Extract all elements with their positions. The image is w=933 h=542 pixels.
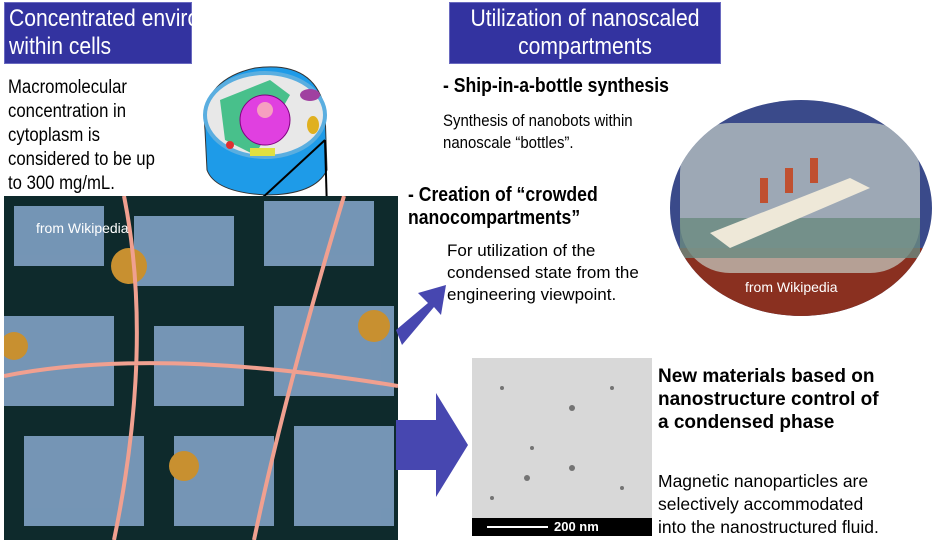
tem-texture [490,386,624,500]
materials-heading: New materials based on nanostructure con… [658,365,879,434]
text-line: selectively accommodated [658,494,864,514]
heading-line: nanocompartments” [408,207,581,229]
text-line: For utilization of the [447,241,596,260]
heading-line: a condensed phase [658,412,835,433]
cell-illustration [203,66,328,210]
cytoplasm-image: from Wikipedia [4,196,398,540]
text-line: Synthesis of nanobots within [443,111,633,130]
bottle-credit: from Wikipedia [745,279,838,295]
ship-in-bottle-image: from Wikipedia [670,100,932,316]
image-credit: from Wikipedia [36,220,129,236]
heading-line: nanostructure control of [658,389,879,410]
left-title-line2: within cells [9,33,112,60]
heading-line: - Ship-in-a-bottle synthesis [443,75,669,97]
text-line: concentration in [8,101,127,122]
tem-image: 200 nm [472,358,652,536]
text-line: Macromolecular [8,77,127,98]
concentration-text: Macromolecular concentration in cytoplas… [8,76,175,196]
text-line: into the nanostructured fluid. [658,517,879,537]
text-line: Magnetic nanoparticles are [658,471,869,491]
text-line: condensed state from the [447,263,639,282]
heading-line: - Creation of “crowded [408,184,598,206]
cytoplasm-texture [4,196,398,540]
right-title-line1: Utilization of nanoscaled [470,5,700,32]
right-title-line2: compartments [518,33,652,60]
text-line: nanoscale “bottles”. [443,133,574,152]
text-line: engineering viewpoint. [447,285,617,304]
heading-line: New materials based on [658,366,875,387]
ship-text: Synthesis of nanobots within nanoscale “… [443,110,658,154]
left-title: Concentrated environment within cells [4,2,258,64]
materials-text: Magnetic nanoparticles are selectively a… [658,470,879,539]
arrow-right-icon [396,393,468,497]
left-title-line1: Concentrated environment [9,5,258,32]
crowded-heading: - Creation of “crowded nanocompartments” [408,184,624,230]
ship-heading: - Ship-in-a-bottle synthesis [443,74,700,98]
arrow-up-right-icon [396,285,446,345]
scale-line [487,526,548,528]
crowded-text: For utilization of the condensed state f… [447,240,639,306]
text-line: to 300 mg/mL. [8,173,115,194]
right-title: Utilization of nanoscaled compartments [449,2,721,64]
scale-label: 200 nm [554,519,599,534]
text-line: considered to be up [8,149,155,170]
scale-bar: 200 nm [472,518,652,536]
arrows [396,285,468,497]
text-line: cytoplasm is [8,125,100,146]
